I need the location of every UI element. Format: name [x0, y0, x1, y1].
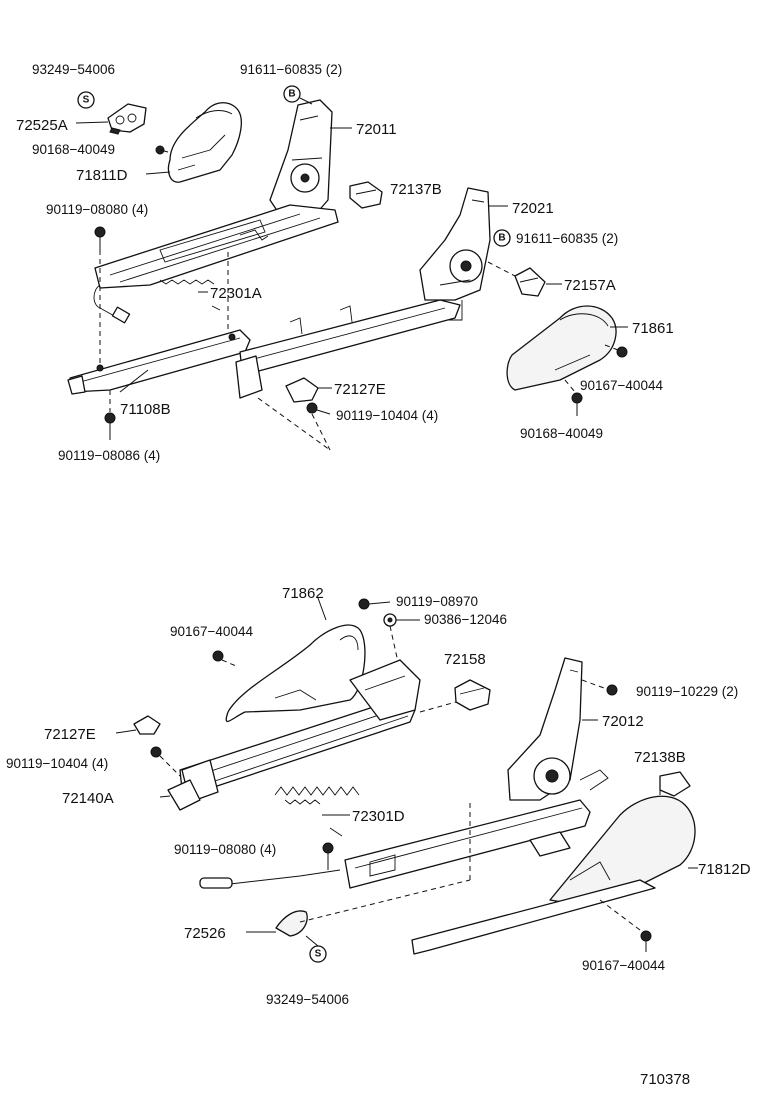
label-72137B: 72137B — [390, 181, 442, 198]
part-90167-40044-screw — [604, 344, 628, 358]
part-71811D-cover — [167, 102, 242, 183]
label-72138B: 72138B — [634, 749, 686, 766]
part-72011-bracket — [269, 99, 333, 216]
label-90119-08086: 90119−08086 (4) — [58, 448, 160, 463]
part-90119-08080-bolt — [94, 226, 106, 250]
part-72140A-bracket — [167, 779, 201, 811]
label-72012: 72012 — [602, 713, 644, 730]
label-71108B: 71108B — [120, 401, 171, 418]
label-72157A: 72157A — [564, 277, 616, 294]
part-90119-08970-bolt — [358, 598, 391, 610]
label-93249-54006-bottom: 93249−54006 — [266, 992, 349, 1007]
label-72127E-a: 72127E — [334, 381, 386, 398]
part-90119-08086-bolt — [104, 390, 116, 440]
part-90119-10404-bolt-lower — [150, 746, 181, 777]
part-90119-08080-bolt-lower — [322, 842, 334, 870]
part-71862-cover — [225, 624, 366, 723]
b-mark-upper-left: B — [288, 89, 295, 100]
s-mark-upper: S — [83, 95, 90, 106]
diagram-number: 710378 — [640, 1071, 690, 1088]
label-90119-10404-a: 90119−10404 (4) — [336, 408, 438, 423]
label-90167-40044-c: 90167−40044 — [582, 958, 665, 973]
part-72012-recliner — [507, 657, 609, 801]
part-72525A-knob — [107, 103, 147, 135]
label-90168-40049-b: 90168−40049 — [520, 426, 603, 441]
part-72137B-clip — [349, 181, 383, 209]
label-90386-12046: 90386−12046 — [424, 612, 507, 627]
part-72127E-clip — [285, 377, 319, 403]
part-outer-rail-upper — [235, 299, 461, 399]
part-72157A-clip — [514, 267, 546, 297]
part-release-handle — [199, 869, 341, 889]
part-inner-rail-upper — [93, 204, 339, 324]
callout-s-lower: S — [309, 945, 327, 963]
part-inner-rail-lower — [179, 659, 421, 803]
part-72301A-spring — [159, 279, 221, 311]
label-90119-08970: 90119−08970 — [396, 594, 478, 609]
callout-b-upper-left: B — [283, 85, 301, 103]
part-90167-40044-screw-bottom — [599, 899, 652, 952]
label-90167-40044-a: 90167−40044 — [580, 378, 663, 393]
label-91611-60835-a: 91611−60835 (2) — [240, 62, 342, 77]
label-72301D: 72301D — [352, 808, 405, 825]
part-72301D-spring — [284, 799, 343, 837]
label-72526: 72526 — [184, 925, 226, 942]
part-90386-12046-bushing — [383, 613, 420, 627]
label-90168-40049-a: 90168−40049 — [32, 142, 115, 157]
part-90119-10404-bolt — [257, 397, 331, 451]
label-72021: 72021 — [512, 200, 554, 217]
label-71862: 71862 — [282, 585, 324, 602]
label-71811D: 71811D — [76, 167, 128, 184]
part-72127E-clip-lower — [133, 715, 161, 735]
part-72021-recliner — [419, 187, 491, 321]
part-72138B-clip — [659, 771, 691, 797]
part-71861-cover — [506, 305, 617, 391]
label-72158: 72158 — [444, 651, 486, 668]
label-90119-08080-b: 90119−08080 (4) — [174, 842, 276, 857]
part-90119-10229-bolt — [581, 679, 618, 696]
part-72526-knob — [275, 910, 308, 937]
label-93249-54006-top: 93249−54006 — [32, 62, 115, 77]
part-90168-40049-screw — [155, 145, 169, 155]
part-90168-40049-screw-right — [564, 379, 583, 416]
upper-assembly: S B B 93249−54006 72525A 90168−40049 718… — [16, 62, 674, 463]
label-71812D: 71812D — [698, 861, 751, 878]
label-71861: 71861 — [632, 320, 674, 337]
lower-assembly: S 71862 90119−08970 90386−12046 90167−40… — [6, 585, 751, 1007]
label-72127E-b: 72127E — [44, 726, 96, 743]
part-71812D-cover — [411, 795, 696, 955]
part-72158-clip — [454, 679, 491, 711]
label-72525A: 72525A — [16, 117, 68, 134]
label-72140A: 72140A — [62, 790, 114, 807]
part-outer-rail-lower — [344, 799, 591, 889]
part-71108B-rail — [67, 329, 251, 395]
label-72301A: 72301A — [210, 285, 262, 302]
s-mark-lower: S — [315, 949, 322, 960]
callout-b-upper-right: B — [493, 229, 511, 247]
label-72011: 72011 — [356, 121, 397, 138]
label-90167-40044-b: 90167−40044 — [170, 624, 253, 639]
label-90119-10404-b: 90119−10404 (4) — [6, 756, 108, 771]
label-91611-60835-b: 91611−60835 (2) — [516, 231, 618, 246]
label-90119-10229: 90119−10229 (2) — [636, 684, 738, 699]
part-90167-40044-screw-left — [212, 650, 237, 667]
callout-s-upper: S — [77, 91, 95, 109]
label-90119-08080-a: 90119−08080 (4) — [46, 202, 148, 217]
b-mark-upper-right: B — [498, 233, 505, 244]
